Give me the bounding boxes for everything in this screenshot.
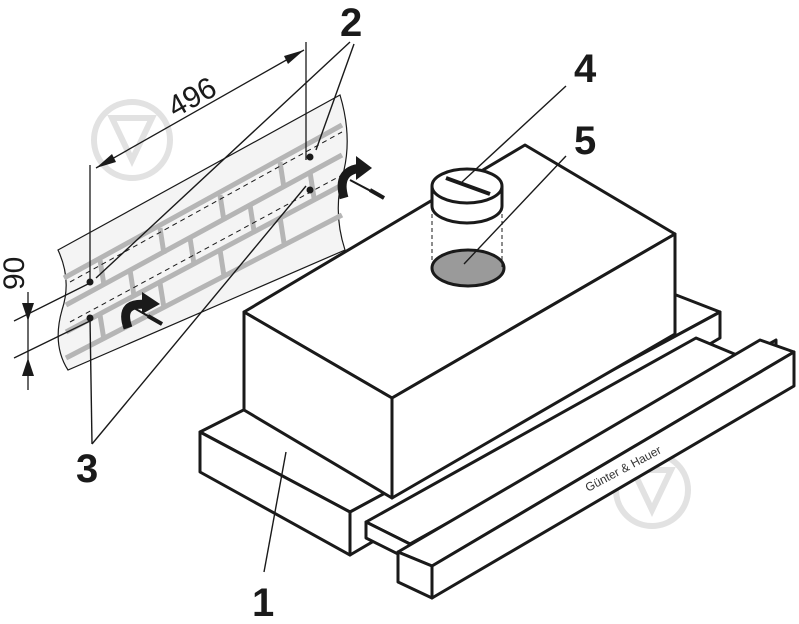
height-dimension-label: 90: [0, 257, 31, 290]
callout-5: 5: [574, 119, 596, 163]
screw-icon-right: [337, 156, 385, 200]
brick-wall: [57, 94, 348, 371]
callout-2: 2: [340, 1, 362, 45]
height-dimension: 90: [0, 257, 93, 390]
leader-lines: [89, 41, 567, 573]
screw-icon-left: [121, 292, 163, 330]
watermark-logo-left: [91, 99, 173, 181]
callout-1: 1: [252, 581, 274, 624]
outlet-cap: [430, 167, 506, 288]
callout-4: 4: [574, 47, 597, 91]
callout-3: 3: [76, 447, 98, 491]
width-dimension-label: 496: [162, 71, 222, 124]
